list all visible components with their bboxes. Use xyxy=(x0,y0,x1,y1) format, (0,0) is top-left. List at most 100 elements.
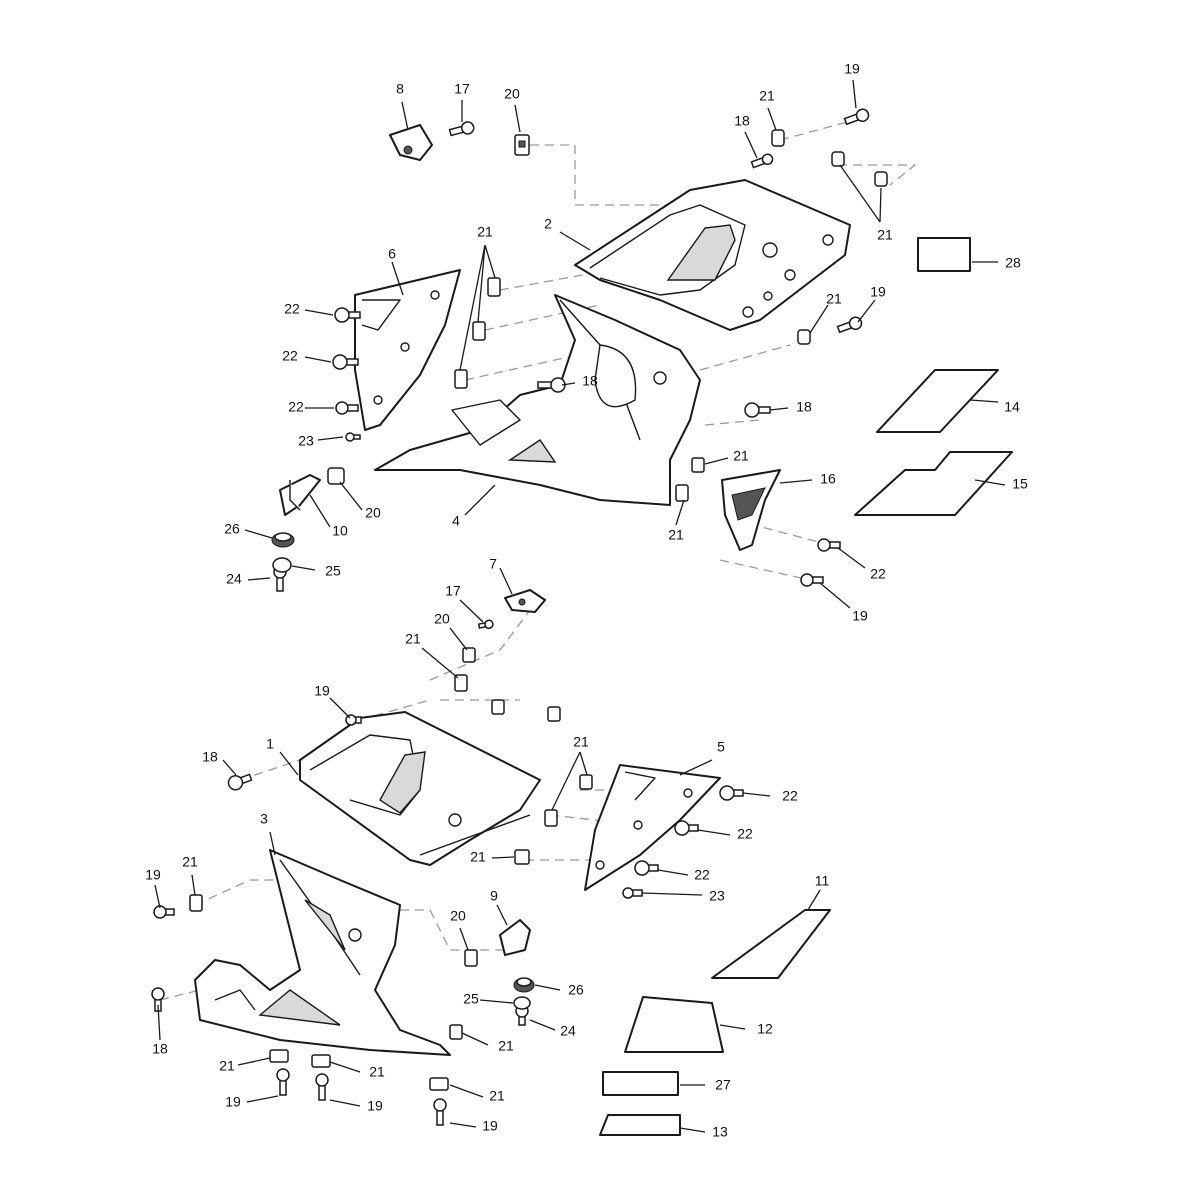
screw xyxy=(843,108,870,126)
callout-8: 8 xyxy=(396,81,404,97)
callout-27: 27 xyxy=(715,1077,731,1093)
clip xyxy=(514,849,530,865)
callout-21: 21 xyxy=(182,854,198,870)
decal-28 xyxy=(917,237,971,272)
callout-24: 24 xyxy=(560,1023,576,1039)
callout-22: 22 xyxy=(870,566,886,582)
clip xyxy=(269,1049,289,1063)
callout-19: 19 xyxy=(314,683,330,699)
clip xyxy=(449,1024,463,1040)
part-9-bracket xyxy=(499,919,531,956)
screw xyxy=(674,820,699,836)
callout-19: 19 xyxy=(852,608,868,624)
screw xyxy=(744,402,771,418)
callout-21: 21 xyxy=(489,1088,505,1104)
screw xyxy=(332,354,359,370)
clip xyxy=(454,674,468,692)
callout-22: 22 xyxy=(282,348,298,364)
screw xyxy=(634,860,659,876)
callout-19: 19 xyxy=(482,1118,498,1134)
clip xyxy=(547,706,561,722)
screw xyxy=(227,773,253,791)
clip xyxy=(487,277,501,297)
clip xyxy=(472,321,486,341)
decal-13 xyxy=(599,1114,681,1136)
callout-19: 19 xyxy=(145,867,161,883)
decal-27 xyxy=(602,1071,679,1096)
callout-18: 18 xyxy=(582,373,598,389)
decal-14 xyxy=(876,369,999,433)
decal-15 xyxy=(854,451,1013,516)
callout-16: 16 xyxy=(820,471,836,487)
screw xyxy=(750,153,774,169)
callout-21: 21 xyxy=(877,227,893,243)
callout-20: 20 xyxy=(365,505,381,521)
callout-1: 1 xyxy=(266,736,274,752)
part-16-vent-insert xyxy=(721,469,781,551)
callout-2: 2 xyxy=(544,216,552,232)
callout-21: 21 xyxy=(219,1058,235,1074)
part-3-belly-pan xyxy=(194,849,451,1056)
grommet xyxy=(513,977,535,993)
collar xyxy=(272,557,292,573)
clip xyxy=(797,329,811,345)
callout-11: 11 xyxy=(815,873,830,889)
callout-26: 26 xyxy=(224,521,240,537)
callout-21: 21 xyxy=(405,631,421,647)
collar xyxy=(513,996,531,1010)
clip xyxy=(514,134,530,156)
clip xyxy=(831,151,845,167)
callout-7: 7 xyxy=(489,556,497,572)
screw xyxy=(345,432,361,442)
callout-20: 20 xyxy=(504,86,520,102)
callout-6: 6 xyxy=(388,246,396,262)
grommet xyxy=(271,532,295,548)
callout-labels: 8 17 20 19 21 18 21 28 2 21 6 22 22 22 2… xyxy=(145,61,1028,1140)
clip xyxy=(771,129,785,147)
callout-21: 21 xyxy=(470,849,486,865)
screw xyxy=(433,1098,447,1126)
part-6-side-insert xyxy=(354,269,461,431)
callout-21: 21 xyxy=(826,291,842,307)
screw xyxy=(719,785,744,801)
callout-12: 12 xyxy=(757,1021,773,1037)
screw xyxy=(800,573,824,587)
callout-21: 21 xyxy=(759,88,775,104)
decals xyxy=(599,237,1013,1136)
screw xyxy=(477,619,494,630)
part-1-side-panel xyxy=(299,711,541,866)
callout-21: 21 xyxy=(369,1064,385,1080)
callout-25: 25 xyxy=(325,563,341,579)
clip xyxy=(491,699,505,715)
hardware xyxy=(151,108,888,1126)
screw xyxy=(315,1073,329,1101)
screw xyxy=(334,307,361,323)
part-4-lower-fairing-upper xyxy=(374,294,701,506)
callout-21: 21 xyxy=(668,527,684,543)
callout-19: 19 xyxy=(367,1098,383,1114)
screw xyxy=(345,714,362,726)
callout-21: 21 xyxy=(573,734,589,750)
callout-17: 17 xyxy=(454,81,470,97)
callout-22: 22 xyxy=(694,867,710,883)
part-2-upper-side-panel xyxy=(574,179,851,331)
clip xyxy=(579,774,593,790)
clip xyxy=(311,1054,331,1068)
callout-21: 21 xyxy=(733,448,749,464)
callout-26: 26 xyxy=(568,982,584,998)
callout-13: 13 xyxy=(712,1124,728,1140)
part-5-side-insert xyxy=(584,764,721,891)
screw xyxy=(817,538,841,552)
callout-22: 22 xyxy=(284,301,300,317)
screw xyxy=(836,316,863,334)
callout-23: 23 xyxy=(709,888,725,904)
callout-10: 10 xyxy=(332,523,348,539)
clip xyxy=(462,647,476,663)
callout-19: 19 xyxy=(870,284,886,300)
screw xyxy=(622,887,643,899)
clip xyxy=(454,369,468,389)
leader-lines xyxy=(154,79,1006,1133)
screw xyxy=(335,401,359,415)
callout-24: 24 xyxy=(226,571,242,587)
